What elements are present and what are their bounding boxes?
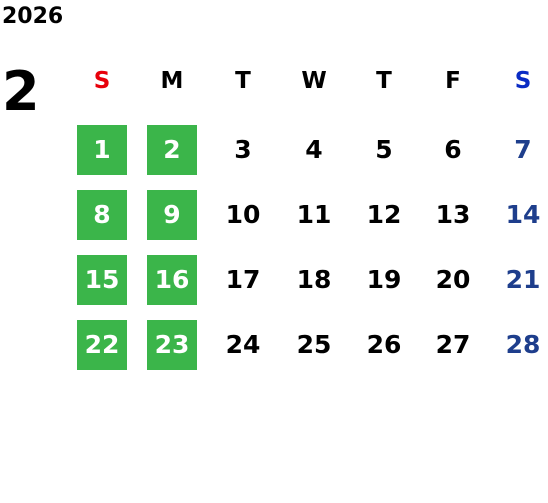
day-cell-6: 6 [444,135,462,164]
day-cell-17: 17 [225,265,261,294]
day-cell-3: 3 [234,135,252,164]
day-cell-20: 20 [435,265,471,294]
day-cell-12: 12 [366,200,402,229]
day-cell-10: 10 [225,200,261,229]
day-cell-21: 21 [505,265,541,294]
day-cell-15: 15 [77,255,127,305]
day-cell-25: 25 [296,330,332,359]
day-cell-13: 13 [435,200,471,229]
year-label: 2026 [2,4,64,29]
day-cell-7: 7 [514,135,532,164]
weekday-wednesday: W [301,68,327,94]
day-cell-24: 24 [225,330,261,359]
weekday-thursday: T [376,68,392,94]
day-cell-8: 8 [77,190,127,240]
day-cell-28: 28 [505,330,541,359]
day-cell-9: 9 [147,190,197,240]
day-cell-26: 26 [366,330,402,359]
weekday-tuesday: T [235,68,251,94]
weekday-header-row: S M T W T F S [0,60,548,102]
weekday-monday: M [160,68,184,94]
month-label: 2 [2,60,40,123]
weekday-sunday: S [93,68,111,94]
day-cell-4: 4 [305,135,323,164]
day-cell-19: 19 [366,265,402,294]
weekday-saturday: S [514,68,532,94]
day-cell-27: 27 [435,330,471,359]
day-cell-2: 2 [147,125,197,175]
day-cell-5: 5 [375,135,393,164]
day-cell-22: 22 [77,320,127,370]
weekday-friday: F [445,68,461,94]
day-cell-14: 14 [505,200,541,229]
day-cell-11: 11 [296,200,332,229]
day-cell-1: 1 [77,125,127,175]
day-cell-23: 23 [147,320,197,370]
day-cell-16: 16 [147,255,197,305]
day-cell-18: 18 [296,265,332,294]
